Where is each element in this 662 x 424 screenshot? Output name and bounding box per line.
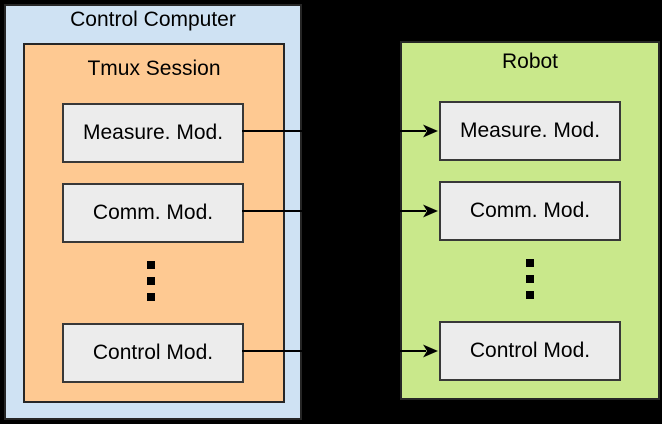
vertical-ellipsis-left bbox=[147, 261, 155, 309]
module-label: Comm. Mod. bbox=[92, 201, 214, 224]
control-computer-box: Control Computer Tmux Session Measure. M… bbox=[4, 4, 302, 420]
module-box-measure-left: Measure. Mod. bbox=[62, 103, 244, 163]
vertical-ellipsis-right bbox=[526, 259, 534, 307]
module-label: Comm. Mod. bbox=[469, 199, 591, 222]
module-box-comm-right: Comm. Mod. bbox=[439, 181, 621, 241]
ellipsis-dot bbox=[526, 259, 534, 267]
ellipsis-dot bbox=[147, 293, 155, 301]
tmux-session-box: Tmux Session Measure. Mod. Comm. Mod. Co… bbox=[23, 43, 285, 403]
robot-title: Robot bbox=[501, 50, 559, 73]
module-label: Measure. Mod. bbox=[459, 119, 601, 142]
module-box-control-right: Control Mod. bbox=[439, 321, 621, 381]
control-computer-title: Control Computer bbox=[70, 8, 236, 31]
ellipsis-dot bbox=[526, 291, 534, 299]
module-label: Measure. Mod. bbox=[82, 121, 224, 144]
tmux-session-title: Tmux Session bbox=[87, 57, 221, 80]
ellipsis-dot bbox=[147, 277, 155, 285]
ellipsis-dot bbox=[526, 275, 534, 283]
ellipsis-dot bbox=[147, 261, 155, 269]
module-box-control-left: Control Mod. bbox=[62, 323, 244, 383]
robot-box: Robot Measure. Mod. Comm. Mod. Control M… bbox=[400, 41, 660, 400]
module-box-measure-right: Measure. Mod. bbox=[439, 101, 621, 161]
module-box-comm-left: Comm. Mod. bbox=[62, 183, 244, 243]
module-label: Control Mod. bbox=[92, 341, 214, 364]
module-label: Control Mod. bbox=[469, 339, 591, 362]
